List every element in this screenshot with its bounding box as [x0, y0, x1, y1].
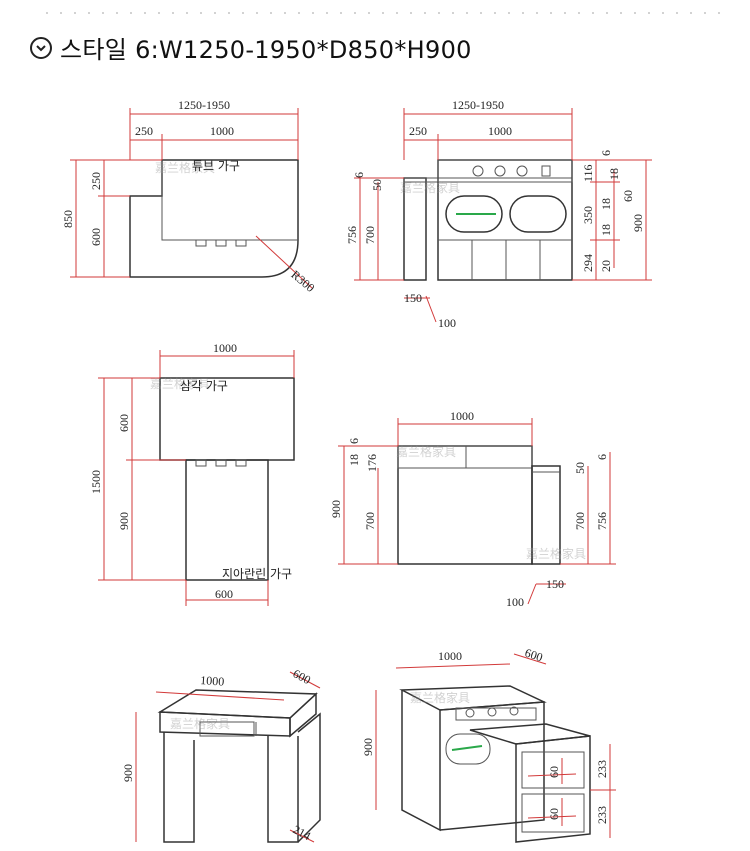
- dim-900-e: 900: [361, 738, 375, 756]
- dim-150-b: 150: [546, 577, 564, 591]
- dim-176: 176: [365, 454, 379, 472]
- dim-18-d: 18: [347, 454, 361, 466]
- dim-116: 116: [581, 164, 595, 182]
- dim-250-a: 250: [135, 124, 153, 138]
- dim-600-a: 600: [89, 228, 103, 246]
- dim-900-d: 900: [121, 764, 135, 782]
- dim-1000-b: 1000: [488, 124, 512, 138]
- watermark-7: 嘉兰格家具: [410, 690, 470, 705]
- dim-700-a: 700: [363, 226, 377, 244]
- title-text: 스타일 6:W1250-1950*D850*H900: [60, 36, 472, 64]
- dim-233-a: 233: [595, 760, 609, 778]
- dim-900-c: 900: [329, 500, 343, 518]
- dim-1000-f: 1000: [438, 649, 462, 663]
- dim-6-b: 6: [599, 150, 613, 156]
- drawing-top-view-folded: 1000 1500 600 900 600 嘉兰格家具 삼각 가구 지아란린 가…: [89, 341, 295, 606]
- section-title[interactable]: 스타일 6:W1250-1950*D850*H900: [30, 30, 472, 65]
- dim-900-b: 900: [117, 512, 131, 530]
- dim-r300: R300: [288, 267, 317, 294]
- dim-50-a: 50: [370, 179, 384, 191]
- dim-60-c: 60: [547, 808, 561, 820]
- dim-700-b: 700: [363, 512, 377, 530]
- drawing-front-view-folded: 嘉兰格家具 嘉兰格家具 1000 900 700 6 18 176 700 75…: [329, 409, 616, 609]
- dim-60-a: 60: [621, 190, 635, 202]
- dim-1000-c: 1000: [213, 341, 237, 355]
- watermark-6: 嘉兰格家具: [170, 716, 230, 731]
- watermark-4: 嘉兰格家具: [396, 444, 456, 459]
- dim-250-b: 250: [89, 172, 103, 190]
- dim-6-a: 6: [352, 172, 366, 178]
- drawing-front-view-extended: 嘉兰格家具 1250-1950 250 1000 756 700 6 50 90…: [345, 98, 652, 330]
- chevron-down-circle-icon[interactable]: [30, 36, 52, 59]
- dim-6-d: 6: [595, 454, 609, 460]
- dim-1500: 1500: [89, 470, 103, 494]
- dim-1250-1950-b: 1250-1950: [452, 98, 504, 112]
- dim-900-a: 900: [631, 214, 645, 232]
- watermark-5: 嘉兰格家具: [526, 546, 586, 561]
- dim-233-b: 233: [595, 806, 609, 824]
- dim-1000-e: 1000: [200, 673, 225, 689]
- dim-100-a: 100: [438, 316, 456, 330]
- dim-1000-d: 1000: [450, 409, 474, 423]
- dim-600-b: 600: [117, 414, 131, 432]
- drawing-top-view-extended: R300 1250-1950 250 1000 850 250 600 嘉兰格家…: [61, 98, 317, 295]
- watermark-1: 嘉兰格家具: [155, 160, 215, 175]
- dim-6-c: 6: [347, 438, 361, 444]
- dim-600-c: 600: [215, 587, 233, 601]
- dim-50-b: 50: [573, 462, 587, 474]
- dim-18-c: 18: [599, 224, 613, 236]
- drawing-perspective-folded: 嘉兰格家具 1000 600 900 214: [121, 666, 321, 843]
- dim-850-a: 850: [61, 210, 75, 228]
- watermark-3: 嘉兰格家具: [150, 376, 210, 391]
- dim-756-b: 756: [595, 512, 609, 530]
- dim-294: 294: [581, 254, 595, 272]
- dim-700-c: 700: [573, 512, 587, 530]
- label-tube-furniture: 튜브 가구: [192, 159, 240, 173]
- dim-1000-a: 1000: [210, 124, 234, 138]
- dim-1250-1950-a: 1250-1950: [178, 98, 230, 112]
- dim-600-d: 600: [291, 666, 313, 687]
- top-dotted-divider: [40, 12, 720, 14]
- dim-250-b2: 250: [409, 124, 427, 138]
- dim-350: 350: [581, 206, 595, 224]
- dim-600-e: 600: [523, 646, 544, 665]
- label-hidden-furniture: 지아란린 가구: [222, 567, 292, 581]
- dim-18-b: 18: [599, 198, 613, 210]
- drawing-perspective-extended: 嘉兰格家具 1000 600 900 60 60 233 233: [361, 646, 616, 843]
- dim-150-a: 150: [404, 291, 422, 305]
- dim-100-b: 100: [506, 595, 524, 609]
- watermark-2: 嘉兰格家具: [400, 180, 460, 195]
- dim-756-a: 756: [345, 226, 359, 244]
- dim-18-a: 18: [607, 168, 621, 180]
- label-triangle-furniture: 삼각 가구: [180, 379, 228, 393]
- dim-20: 20: [599, 260, 613, 272]
- dim-60-b: 60: [547, 766, 561, 778]
